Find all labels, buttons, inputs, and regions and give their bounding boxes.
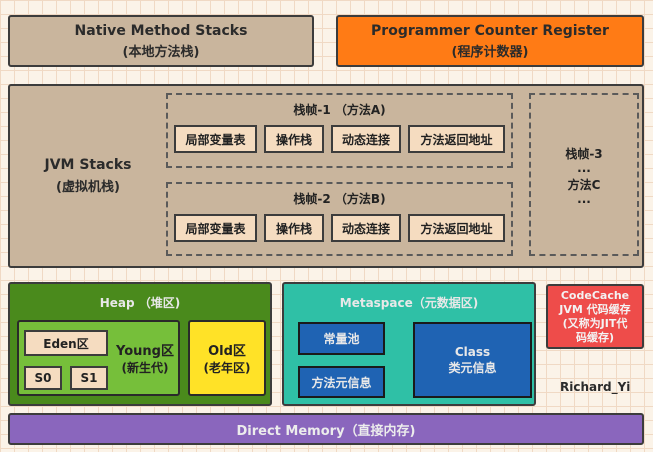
stack-frame-3-title: 栈帧-3 bbox=[565, 146, 603, 161]
survivor-s1: S1 bbox=[70, 366, 108, 390]
young-label: Young区 (新生代) bbox=[111, 322, 179, 394]
stack-frame-2: 栈帧-2 （方法B) 局部变量表 操作栈 动态连接 方法返回地址 bbox=[166, 182, 513, 256]
old-subtitle: (老年区) bbox=[203, 361, 251, 375]
code-cache-title: CodeCache bbox=[560, 288, 630, 302]
class-title: Class bbox=[454, 344, 491, 359]
stack-frame-3-dots-top: ... bbox=[577, 160, 591, 175]
metaspace-title: Metaspace（元数据区) bbox=[339, 296, 479, 310]
class-metadata: Class 类元信息 bbox=[413, 322, 532, 398]
local-variable-table-2: 局部变量表 bbox=[174, 214, 257, 242]
eden-space: Eden区 bbox=[24, 330, 108, 356]
native-method-stacks: Native Method Stacks (本地方法栈) bbox=[8, 15, 314, 67]
old-title: Old区 bbox=[208, 344, 246, 359]
author-label: Richard_Yi bbox=[560, 380, 631, 394]
code-cache-line4: 码缓存) bbox=[575, 330, 615, 344]
old-generation: Old区 (老年区) bbox=[188, 320, 266, 396]
local-variable-table-1: 局部变量表 bbox=[174, 125, 257, 153]
metaspace: Metaspace（元数据区) 常量池 方法元信息 Class 类元信息 bbox=[282, 282, 536, 406]
young-title: Young区 bbox=[116, 344, 174, 359]
young-subtitle: (新生代) bbox=[121, 361, 169, 375]
stack-frame-3-method: 方法C bbox=[567, 177, 601, 192]
operand-stack-2: 操作栈 bbox=[264, 214, 324, 242]
dynamic-linking-2: 动态连接 bbox=[331, 214, 401, 242]
program-counter-register: Programmer Counter Register (程序计数器) bbox=[336, 15, 644, 67]
stack-frame-2-title: 栈帧-2 （方法B) bbox=[293, 192, 386, 206]
jvm-stacks: JVM Stacks (虚拟机栈) 栈帧-1 （方法A) 局部变量表 操作栈 动… bbox=[8, 84, 644, 268]
stack-frame-1-title: 栈帧-1 （方法A) bbox=[293, 103, 386, 117]
stack-frame-1: 栈帧-1 （方法A) 局部变量表 操作栈 动态连接 方法返回地址 bbox=[166, 93, 513, 168]
heap-title: Heap （堆区) bbox=[99, 296, 181, 310]
young-generation: Eden区 S0 S1 Young区 (新生代) bbox=[17, 320, 180, 396]
jvm-stacks-subtitle: (虚拟机栈) bbox=[56, 180, 120, 195]
stack-frame-3-dots-bottom: ... bbox=[577, 191, 591, 206]
class-subtitle: 类元信息 bbox=[448, 360, 497, 375]
jvm-stacks-label: JVM Stacks (虚拟机栈) bbox=[10, 86, 166, 266]
operand-stack-1: 操作栈 bbox=[264, 125, 324, 153]
heap: Heap （堆区) Eden区 S0 S1 Young区 (新生代) Old区 … bbox=[8, 282, 272, 406]
code-cache: CodeCache JVM 代码缓存 (又称为JIT代 码缓存) bbox=[546, 284, 644, 349]
constant-pool: 常量池 bbox=[298, 322, 385, 355]
method-metadata: 方法元信息 bbox=[298, 366, 385, 398]
stack-frame-3: 栈帧-3 ... 方法C ... bbox=[529, 93, 639, 256]
native-method-stacks-subtitle: (本地方法栈) bbox=[122, 44, 200, 60]
code-cache-line3: (又称为JIT代 bbox=[562, 316, 628, 330]
dynamic-linking-1: 动态连接 bbox=[331, 125, 401, 153]
program-counter-register-title: Programmer Counter Register bbox=[371, 22, 609, 39]
direct-memory: Direct Memory（直接内存) bbox=[8, 413, 644, 445]
program-counter-register-subtitle: (程序计数器) bbox=[451, 44, 529, 60]
code-cache-line2: JVM 代码缓存 bbox=[559, 302, 631, 316]
native-method-stacks-title: Native Method Stacks bbox=[74, 22, 248, 39]
survivor-s0: S0 bbox=[24, 366, 62, 390]
jvm-stacks-title: JVM Stacks bbox=[44, 157, 132, 173]
return-address-1: 方法返回地址 bbox=[408, 125, 505, 153]
return-address-2: 方法返回地址 bbox=[408, 214, 505, 242]
